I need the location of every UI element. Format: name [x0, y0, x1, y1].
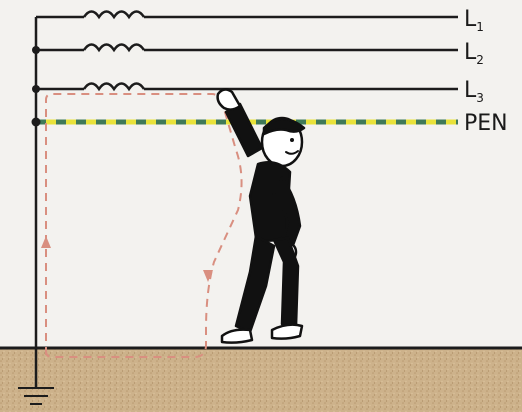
- line-label-l2: L2: [464, 40, 484, 67]
- ground-symbol-icon: [18, 387, 54, 405]
- person-icon: [216, 88, 306, 344]
- coil-icon: [82, 10, 146, 20]
- line-l2: [32, 43, 458, 54]
- fault-current-path: [45, 93, 243, 358]
- line-label-l1: L1: [464, 7, 484, 34]
- line-label-pen: PEN: [464, 111, 508, 136]
- coil-icon: [82, 43, 146, 53]
- arrow-down-icon: [203, 270, 213, 282]
- line-label-l3: L3: [464, 78, 484, 105]
- coil-icon: [82, 82, 146, 92]
- ground-soil: [0, 348, 522, 412]
- line-l3: [32, 82, 458, 93]
- line-l1: [36, 10, 458, 20]
- arrow-up-icon: [41, 236, 51, 248]
